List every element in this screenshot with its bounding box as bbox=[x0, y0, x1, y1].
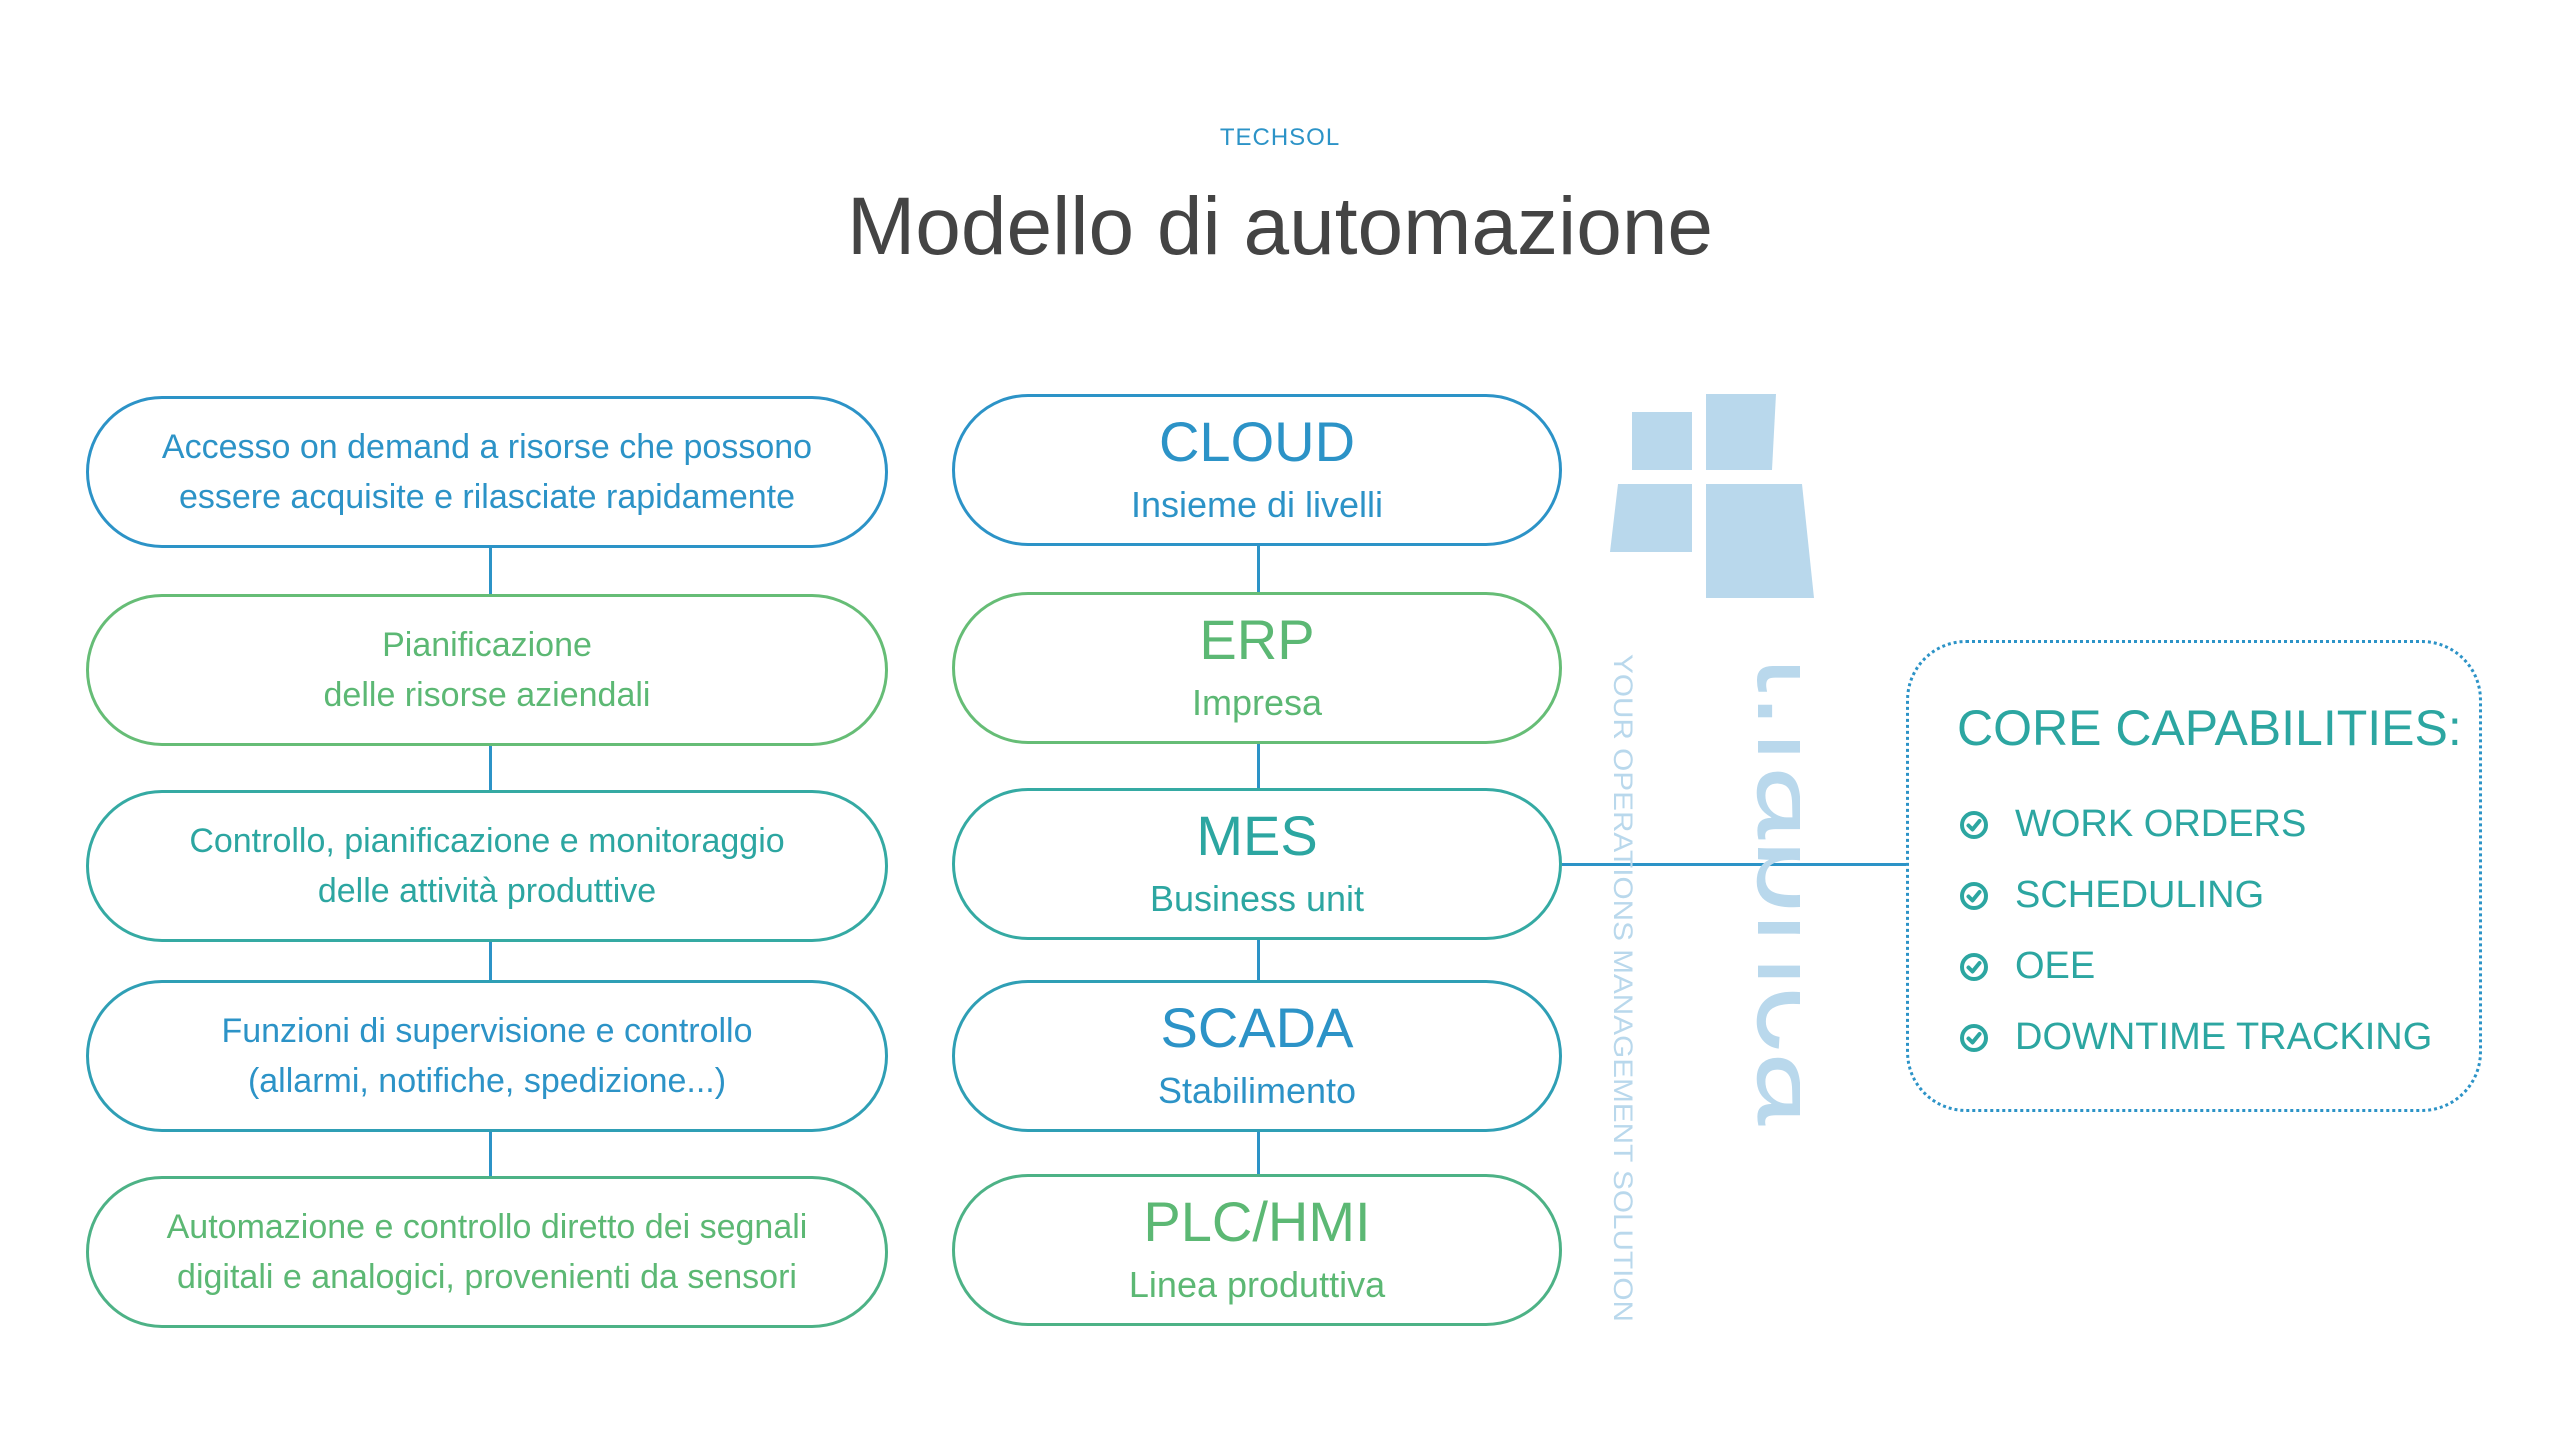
level-erp: ERP Impresa bbox=[952, 592, 1562, 744]
mes-capabilities-connector bbox=[1562, 863, 1908, 866]
level-plc-hmi: PLC/HMI Linea produttiva bbox=[952, 1174, 1562, 1326]
check-circle-icon bbox=[1960, 881, 1988, 910]
level-sub: Linea produttiva bbox=[1128, 1264, 1386, 1305]
description-mes: Controllo, pianificazione e monitoraggio… bbox=[86, 790, 888, 942]
level-connector bbox=[1257, 938, 1260, 986]
check-circle-icon bbox=[1960, 810, 1988, 839]
brand-label: TECHSOL bbox=[1219, 124, 1341, 151]
capability-item: DOWNTIME TRACKING bbox=[1959, 1002, 2432, 1073]
capability-item: WORK ORDERS bbox=[1959, 789, 2432, 860]
left-connector bbox=[489, 942, 492, 988]
capabilities-list: WORK ORDERS SCHEDULING OEE DOWNTIME TRAC… bbox=[1959, 789, 2432, 1073]
capabilities-title: CORE CAPABILITIES: bbox=[1957, 700, 2462, 756]
description-plc-hmi: Automazione e controllo diretto dei segn… bbox=[86, 1176, 888, 1328]
level-sub: Stabilimento bbox=[1157, 1070, 1357, 1111]
level-connector bbox=[1257, 744, 1260, 794]
left-connector bbox=[489, 1132, 492, 1184]
level-name: ERP bbox=[1199, 608, 1315, 671]
watermark-logo-text: t.fabrica bbox=[1730, 656, 1800, 1126]
watermark-tagline: YOUR OPERATIONS MANAGEMENT SOLUTION bbox=[1608, 654, 1638, 1322]
level-sub: Insieme di livelli bbox=[1130, 484, 1384, 525]
level-name: PLC/HMI bbox=[1143, 1190, 1371, 1253]
description-cloud: Accesso on demand a risorse che possono … bbox=[86, 396, 888, 548]
level-name: CLOUD bbox=[1158, 410, 1356, 473]
tfabrica-logo-icon bbox=[1610, 394, 1814, 598]
page-title: Modello di automazione bbox=[846, 181, 1714, 272]
level-sub: Business unit bbox=[1149, 878, 1365, 919]
check-circle-icon bbox=[1960, 952, 1988, 981]
tfabrica-watermark: t.fabrica YOUR OPERATIONS MANAGEMENT SOL… bbox=[1608, 654, 1800, 1322]
level-name: SCADA bbox=[1160, 996, 1354, 1059]
left-connector bbox=[489, 746, 492, 798]
capability-item: SCHEDULING bbox=[1959, 860, 2432, 931]
level-name: MES bbox=[1196, 804, 1318, 867]
level-sub: Impresa bbox=[1191, 682, 1323, 723]
level-connector bbox=[1257, 1130, 1260, 1182]
check-circle-icon bbox=[1960, 1023, 1988, 1052]
description-scada: Funzioni di supervisione e controllo (al… bbox=[86, 980, 888, 1132]
level-mes: MES Business unit bbox=[952, 788, 1562, 940]
core-capabilities-panel: CORE CAPABILITIES: WORK ORDERS SCHEDULIN… bbox=[1906, 640, 2482, 1112]
description-erp: Pianificazione delle risorse aziendali bbox=[86, 594, 888, 746]
level-scada: SCADA Stabilimento bbox=[952, 980, 1562, 1132]
level-connector bbox=[1257, 546, 1260, 600]
capability-item: OEE bbox=[1959, 931, 2432, 1002]
left-connector bbox=[489, 548, 492, 602]
level-cloud: CLOUD Insieme di livelli bbox=[952, 394, 1562, 546]
